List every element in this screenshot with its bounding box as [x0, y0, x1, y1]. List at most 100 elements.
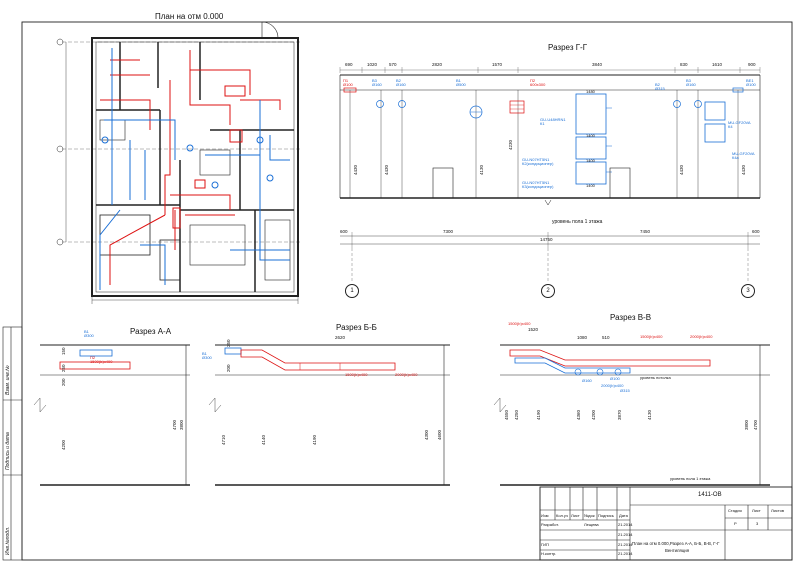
section-vv-title: Разрез В-В — [610, 313, 652, 322]
vv-height: 3800 — [744, 419, 749, 430]
side-stamp-label: Подпись и дата — [5, 432, 11, 470]
gg-dim: 1570 — [492, 62, 503, 67]
stamp-header-col: Дата — [619, 513, 628, 518]
vv-level-label: уровень потолка — [640, 375, 671, 380]
gg-height: 4430 — [384, 164, 389, 175]
unit-k1 — [575, 93, 607, 135]
stamp-date: 21.2014 — [618, 542, 633, 547]
aa-height: 3800 — [179, 419, 184, 430]
bb-tag: 1500(b)x400 — [345, 372, 368, 377]
axis-marker: 1 — [345, 284, 359, 298]
vv-tag: 2000(b)x400 — [690, 334, 713, 339]
side-stamp-label: Инв.№подл. — [5, 526, 11, 555]
sheet-frame — [21, 21, 793, 561]
stamp-stage: Р — [734, 521, 737, 526]
stamp-sheet-label: Лист — [752, 508, 761, 513]
gg-overall-dim: 14750 — [540, 237, 553, 242]
gg-dim: 1610 — [712, 62, 723, 67]
unit-dim: 1480 — [586, 89, 595, 94]
gg-height: 4430 — [679, 164, 684, 175]
bb-height: 4710 — [221, 434, 226, 445]
aa-dim: 250 — [61, 364, 66, 372]
bb-height: 4190 — [312, 434, 317, 445]
vv-tag: Ø160 — [582, 378, 592, 383]
plan-exhaust-ducts — [99, 48, 290, 290]
stamp-stage-label: Стадия — [728, 508, 742, 513]
aa-dim: 150 — [61, 347, 66, 355]
bb-dim: 200 — [226, 364, 231, 372]
section-aa-title: Разрез А-А — [130, 327, 172, 336]
vv-height: 4700 — [753, 419, 758, 430]
gg-dim: 1020 — [367, 62, 378, 67]
plan-outer-wall — [91, 37, 299, 297]
unit-dim: 1400 — [586, 183, 595, 188]
gg-dim: 570 — [389, 62, 397, 67]
bb-height: 4600 — [437, 429, 442, 440]
plan-title: План на отм 0.000 — [155, 12, 224, 21]
section-gg — [339, 67, 761, 283]
stamp-name: Лещева — [584, 522, 599, 527]
gg-dim: 2820 — [432, 62, 443, 67]
vv-tag: Ø315 — [620, 388, 630, 393]
stamp-header-col: Подпись — [598, 513, 614, 518]
unit-dim: 1400 — [586, 133, 595, 138]
stamp-role: Н.контр. — [541, 551, 557, 556]
plan-supply-ducts — [100, 50, 281, 285]
aa-dim: 200 — [61, 378, 66, 386]
vv-height: 4250 — [514, 409, 519, 420]
stamp-role: Разработ. — [541, 522, 559, 527]
stamp-header-col: Лист — [571, 513, 580, 518]
bb-tag: 2000(b)x400 — [395, 372, 418, 377]
stamp-header-col: Кол.уч — [556, 513, 568, 518]
gg-height: 4130 — [479, 164, 484, 175]
aa-height: 4200 — [61, 439, 66, 450]
vv-tag: 2000(b)x400 — [601, 383, 624, 388]
side-stamp — [2, 326, 23, 561]
section-gg-title: Разрез Г-Г — [548, 43, 588, 52]
section-bb-title: Разрез Б-Б — [336, 323, 377, 332]
vv-height: 4200 — [591, 409, 596, 420]
side-stamp-label: Взам. инв.№ — [5, 365, 11, 395]
section-aa — [33, 344, 190, 486]
axis-marker: 3 — [741, 284, 755, 298]
vv-height: 3870 — [617, 409, 622, 420]
stamp-date: 21.2014 — [618, 532, 633, 537]
section-bb — [208, 344, 450, 486]
floor-plan — [56, 21, 300, 304]
vv-top-dim: 1080 — [577, 335, 588, 340]
gg-dim: 3840 — [592, 62, 603, 67]
stamp-header-col: №док — [584, 513, 595, 518]
gg-dim: 900 — [748, 62, 756, 67]
stamp-sheets-label: Листов — [771, 508, 784, 513]
axis-marker: 2 — [541, 284, 555, 298]
stamp-description-2: Вентиляция — [665, 548, 690, 553]
gg-bottom-dim: 7450 — [640, 229, 651, 234]
stamp-role: ГИП — [541, 542, 549, 547]
bb-height: 4300 — [424, 429, 429, 440]
gg-bottom-dim: 600 — [340, 229, 348, 234]
vv-top-dim: 510 — [602, 335, 610, 340]
bb-height: 4140 — [261, 434, 266, 445]
vv-height: 4190 — [536, 409, 541, 420]
gg-dim: 830 — [680, 62, 688, 67]
vv-tag: 1500(b)x400 — [640, 334, 663, 339]
stamp-header-col: Изм — [541, 513, 549, 518]
vv-top-dim: 1520 — [528, 327, 539, 332]
stamp-code: 1411-ОВ — [698, 492, 722, 498]
vv-level-label-2: уровень пола 1 этажа — [670, 476, 711, 481]
unit-dim: 1400 — [586, 158, 595, 163]
title-block — [539, 486, 793, 561]
vv-tag: 1500(b)x400 — [508, 321, 531, 326]
stamp-date: 21.2014 — [618, 551, 633, 556]
